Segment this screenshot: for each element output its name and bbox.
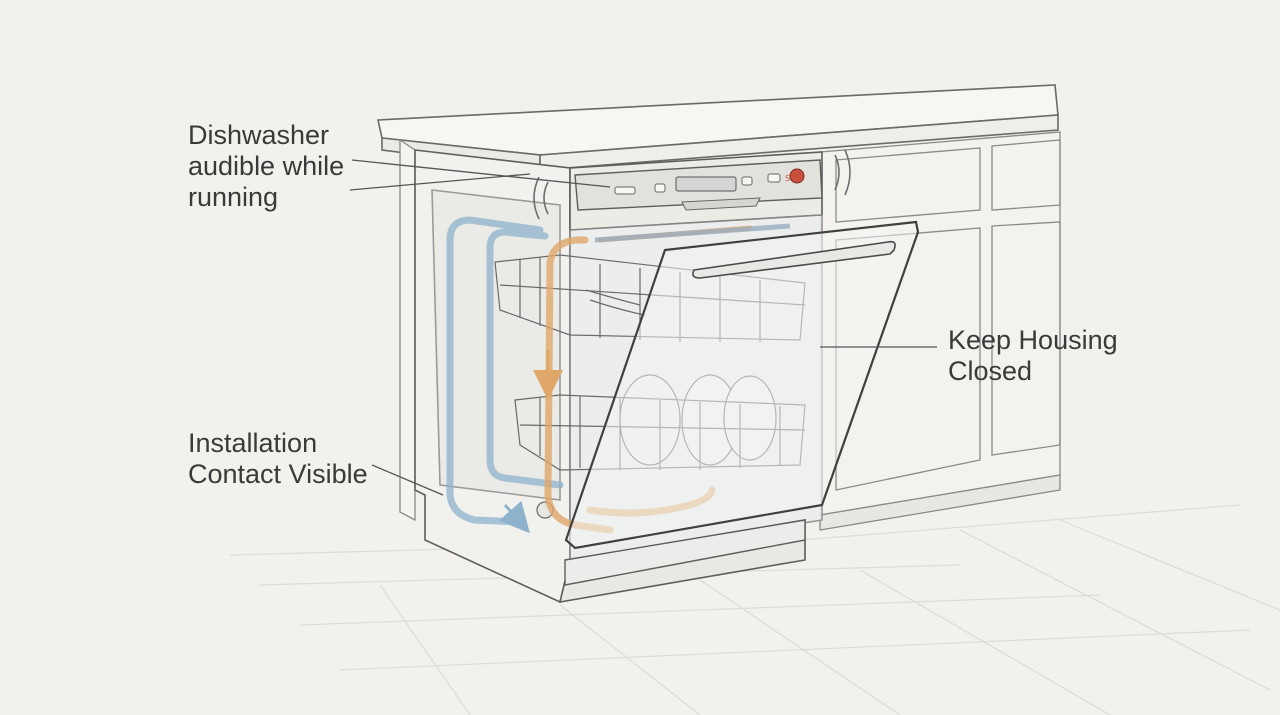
panel-button-icon (767, 173, 781, 183)
callout-installation-contact: Installation Contact Visible (188, 428, 368, 490)
panel-button-icon (654, 183, 666, 193)
callout-line: running (188, 182, 279, 212)
power-button-icon (789, 168, 805, 184)
floor-tiles (229, 504, 1280, 715)
callout-line: Installation (188, 428, 318, 458)
left-cabinet-panel (399, 138, 416, 522)
panel-button-icon (741, 176, 753, 186)
callout-line: Keep Housing (948, 325, 1118, 355)
callout-dishwasher-audible: Dishwasher audible while running (188, 120, 344, 213)
callout-line: Closed (948, 356, 1033, 386)
panel-button-icon (614, 186, 636, 195)
water-flow-blue (446, 216, 564, 526)
upper-spray-arm (594, 223, 791, 243)
display-screen (675, 176, 737, 192)
callout-leaders (349, 159, 937, 496)
callout-line: audible while (188, 151, 345, 181)
kick-plate (564, 519, 806, 586)
dishwasher-door (564, 220, 920, 550)
control-panel: ЅЯР (574, 159, 823, 211)
sound-waves-icon (533, 149, 851, 220)
door-handle (692, 240, 896, 279)
callout-line: Contact Visible (188, 459, 368, 489)
callout-keep-housing-closed: Keep Housing Closed (948, 325, 1118, 387)
callout-line: Dishwasher (188, 120, 330, 150)
